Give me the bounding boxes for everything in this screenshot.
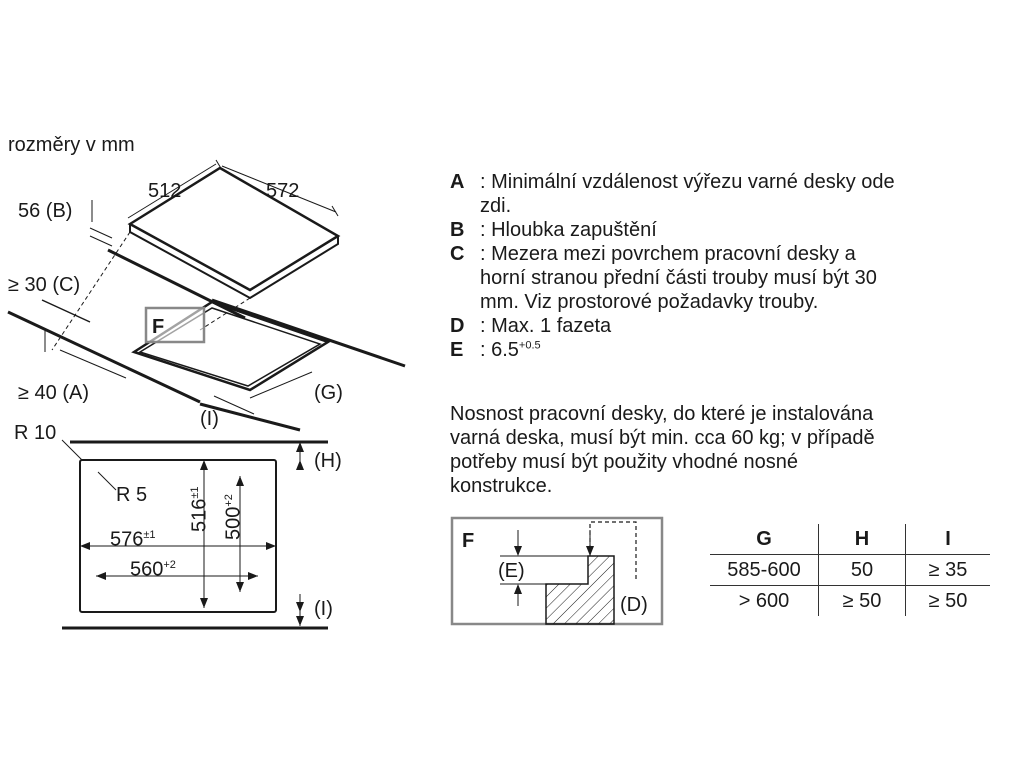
table-header-row: G H I bbox=[710, 524, 990, 555]
detail-f-marker bbox=[144, 306, 206, 344]
cutout-plan-outer bbox=[79, 459, 277, 613]
detail-f-label: F bbox=[152, 316, 165, 338]
legend-item-d: D: Max. 1 fazeta bbox=[450, 315, 612, 337]
legend-item-c: C: Mezera mezi povrchem pracovní desky a… bbox=[450, 243, 877, 313]
dim-i-iso: (I) bbox=[200, 408, 219, 430]
table-header-h: H bbox=[818, 524, 906, 555]
dim-h: (H) bbox=[314, 450, 342, 472]
legend-item-a: A: Minimální vzdálenost výřezu varné des… bbox=[450, 171, 895, 217]
dim-560: 560+2 bbox=[130, 558, 176, 581]
dim-576: 576±1 bbox=[110, 528, 156, 551]
table-cell: 50 bbox=[818, 554, 906, 586]
detail-e-label: (E) bbox=[498, 560, 525, 582]
legend: A: Minimální vzdálenost výřezu varné des… bbox=[450, 170, 900, 362]
dim-a: ≥ 40 (A) bbox=[18, 382, 89, 404]
table-header-g: G bbox=[710, 524, 819, 555]
table-cell: > 600 bbox=[738, 589, 790, 612]
dim-g: (G) bbox=[314, 382, 343, 404]
detail-d-label: (D) bbox=[620, 594, 648, 616]
units-label: rozměry v mm bbox=[8, 134, 135, 156]
table-cell: ≥ 50 bbox=[928, 589, 968, 612]
worktop-section bbox=[545, 555, 615, 625]
dim-500: 500+2 bbox=[222, 494, 245, 540]
table-cell: ≥ 35 bbox=[905, 554, 990, 586]
table-cell: 585-600 bbox=[710, 554, 819, 586]
detail-f-title: F bbox=[462, 530, 475, 552]
table-row: 585-600 50 ≥ 35 bbox=[710, 554, 990, 586]
legend-item-b: B: Hloubka zapuštění bbox=[450, 219, 657, 241]
dim-b: 56 (B) bbox=[18, 200, 73, 222]
legend-item-e: E: 6.5+0.5 bbox=[450, 339, 541, 361]
table-cell: ≥ 50 bbox=[818, 585, 906, 616]
plan-view-drawing bbox=[61, 439, 328, 630]
dim-516: 516±1 bbox=[188, 486, 211, 532]
isometric-installation-drawing bbox=[7, 159, 406, 432]
hob-edge bbox=[129, 224, 339, 300]
dim-hob-width: 512 bbox=[148, 180, 182, 202]
dim-hob-depth: 572 bbox=[266, 180, 300, 202]
dim-i-plan: (I) bbox=[314, 598, 333, 620]
detail-f-drawing bbox=[450, 516, 664, 626]
dimension-table: G H I 585-600 50 ≥ 35 > 600 ≥ 50 ≥ 50 bbox=[710, 524, 990, 616]
table-row: > 600 ≥ 50 ≥ 50 bbox=[710, 585, 990, 616]
table-header-i: I bbox=[905, 524, 990, 555]
dim-c: ≥ 30 (C) bbox=[8, 274, 81, 296]
dim-r5: R 5 bbox=[116, 484, 148, 506]
worktop-back-edge bbox=[211, 298, 406, 368]
dim-r10: R 10 bbox=[14, 422, 57, 444]
worktop-front-edge bbox=[7, 310, 201, 404]
load-note: Nosnost pracovní desky, do které je inst… bbox=[450, 403, 875, 497]
